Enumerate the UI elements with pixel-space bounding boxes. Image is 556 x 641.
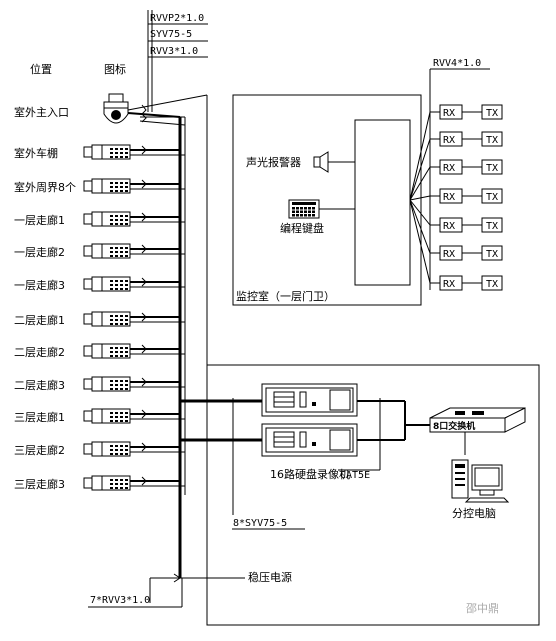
rx-tx-pair: RX TX [439, 159, 503, 175]
location-label: 二层走廊2 [14, 345, 65, 359]
camera-icon [83, 276, 185, 292]
monitoring-room-label: 监控室（一层门卫） [236, 289, 335, 303]
location-label: 室外主入口 [14, 105, 69, 119]
monitoring-room-box [232, 94, 422, 306]
rx-label: RX [443, 135, 455, 146]
speaker-icon [313, 151, 329, 173]
cable-label-7rvv: 7*RVV3*1.0 [90, 595, 150, 606]
location-label: 一层走廊2 [14, 245, 65, 259]
tx-label: TX [486, 108, 498, 119]
rx-tx-pair: RX TX [439, 245, 503, 261]
location-label: 一层走廊3 [14, 278, 65, 292]
location-label: 三层走廊2 [14, 443, 65, 457]
camera-icon [83, 311, 185, 327]
tx-label: TX [486, 279, 498, 290]
rx-label: RX [443, 163, 455, 174]
watermark: 邵中鼎 [466, 602, 499, 615]
camera-icons [83, 144, 185, 491]
rx-label: RX [443, 221, 455, 232]
location-label: 室外车棚 [14, 146, 58, 160]
rx-tx-pair: RX TX [439, 188, 503, 204]
rx-tx-pairs: RX TX RX TX RX TX RX TX RX TX RX TX RX TX [409, 104, 503, 291]
camera-icon [83, 343, 185, 359]
tx-label: TX [486, 135, 498, 146]
dome-camera-icon [103, 93, 129, 124]
control-unit [354, 119, 411, 286]
keyboard-icon [288, 199, 320, 219]
header-location: 位置 [30, 62, 52, 76]
cable-label-8syv: 8*SYV75-5 [233, 518, 287, 529]
cable-label-syv75: SYV75-5 [150, 29, 192, 40]
location-label: 三层走廊3 [14, 477, 65, 491]
location-label: 一层走廊1 [14, 213, 65, 227]
rx-tx-pair: RX TX [439, 217, 503, 233]
camera-icon [83, 243, 185, 259]
rx-label: RX [443, 192, 455, 203]
rx-tx-pair: RX TX [439, 275, 503, 291]
rx-label: RX [443, 279, 455, 290]
power-supply-label: 稳压电源 [248, 570, 292, 584]
alarm-label: 声光报警器 [246, 155, 301, 169]
cable-label-rvv4: RVV4*1.0 [433, 58, 481, 69]
rx-label: RX [443, 249, 455, 260]
computer-icon [451, 459, 510, 503]
rx-label: RX [443, 108, 455, 119]
camera-icon [83, 376, 185, 392]
camera-icon [83, 475, 185, 491]
tx-label: TX [486, 192, 498, 203]
camera-icon [83, 211, 185, 227]
tx-label: TX [486, 163, 498, 174]
camera-icon [83, 408, 185, 424]
location-label: 二层走廊1 [14, 313, 65, 327]
pc-label: 分控电脑 [452, 506, 496, 520]
cable-label-rvvp2: RVVP2*1.0 [150, 13, 204, 24]
tx-label: TX [486, 221, 498, 232]
location-label: 室外周界8个 [14, 180, 76, 194]
camera-icon [83, 441, 185, 457]
network-switch-icon [429, 407, 526, 433]
header-icon: 图标 [104, 62, 126, 76]
rx-tx-pair: RX TX [439, 104, 503, 120]
camera-icon [83, 178, 185, 194]
cable-label-cat5e: CAT5E [340, 470, 370, 481]
camera-icon [83, 144, 185, 160]
tx-label: TX [486, 249, 498, 260]
rx-tx-pair: RX TX [439, 131, 503, 147]
location-label: 三层走廊1 [14, 410, 65, 424]
switch-label: 8口交换机 [433, 420, 475, 432]
dvr-unit-2 [261, 423, 358, 457]
cable-label-rvv3: RVV3*1.0 [150, 46, 198, 57]
location-label: 二层走廊3 [14, 378, 65, 392]
dvr-label: 16路硬盘录像机 [270, 467, 350, 481]
keyboard-label: 编程键盘 [280, 221, 324, 235]
dvr-unit-1 [261, 383, 358, 417]
